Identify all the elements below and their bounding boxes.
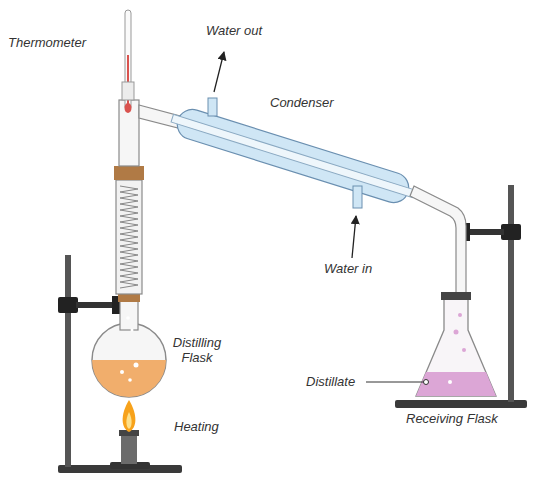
part-label: Condenser: [270, 96, 334, 111]
flow-label: Water in: [324, 262, 372, 277]
part-label: Thermometer: [8, 36, 86, 51]
part-label: Distillate: [304, 375, 357, 390]
flow-label: Water out: [206, 24, 262, 39]
part-label: Heating: [174, 420, 219, 435]
part-label: Receiving Flask: [406, 412, 498, 427]
part-label: Distilling Flask: [164, 336, 230, 366]
